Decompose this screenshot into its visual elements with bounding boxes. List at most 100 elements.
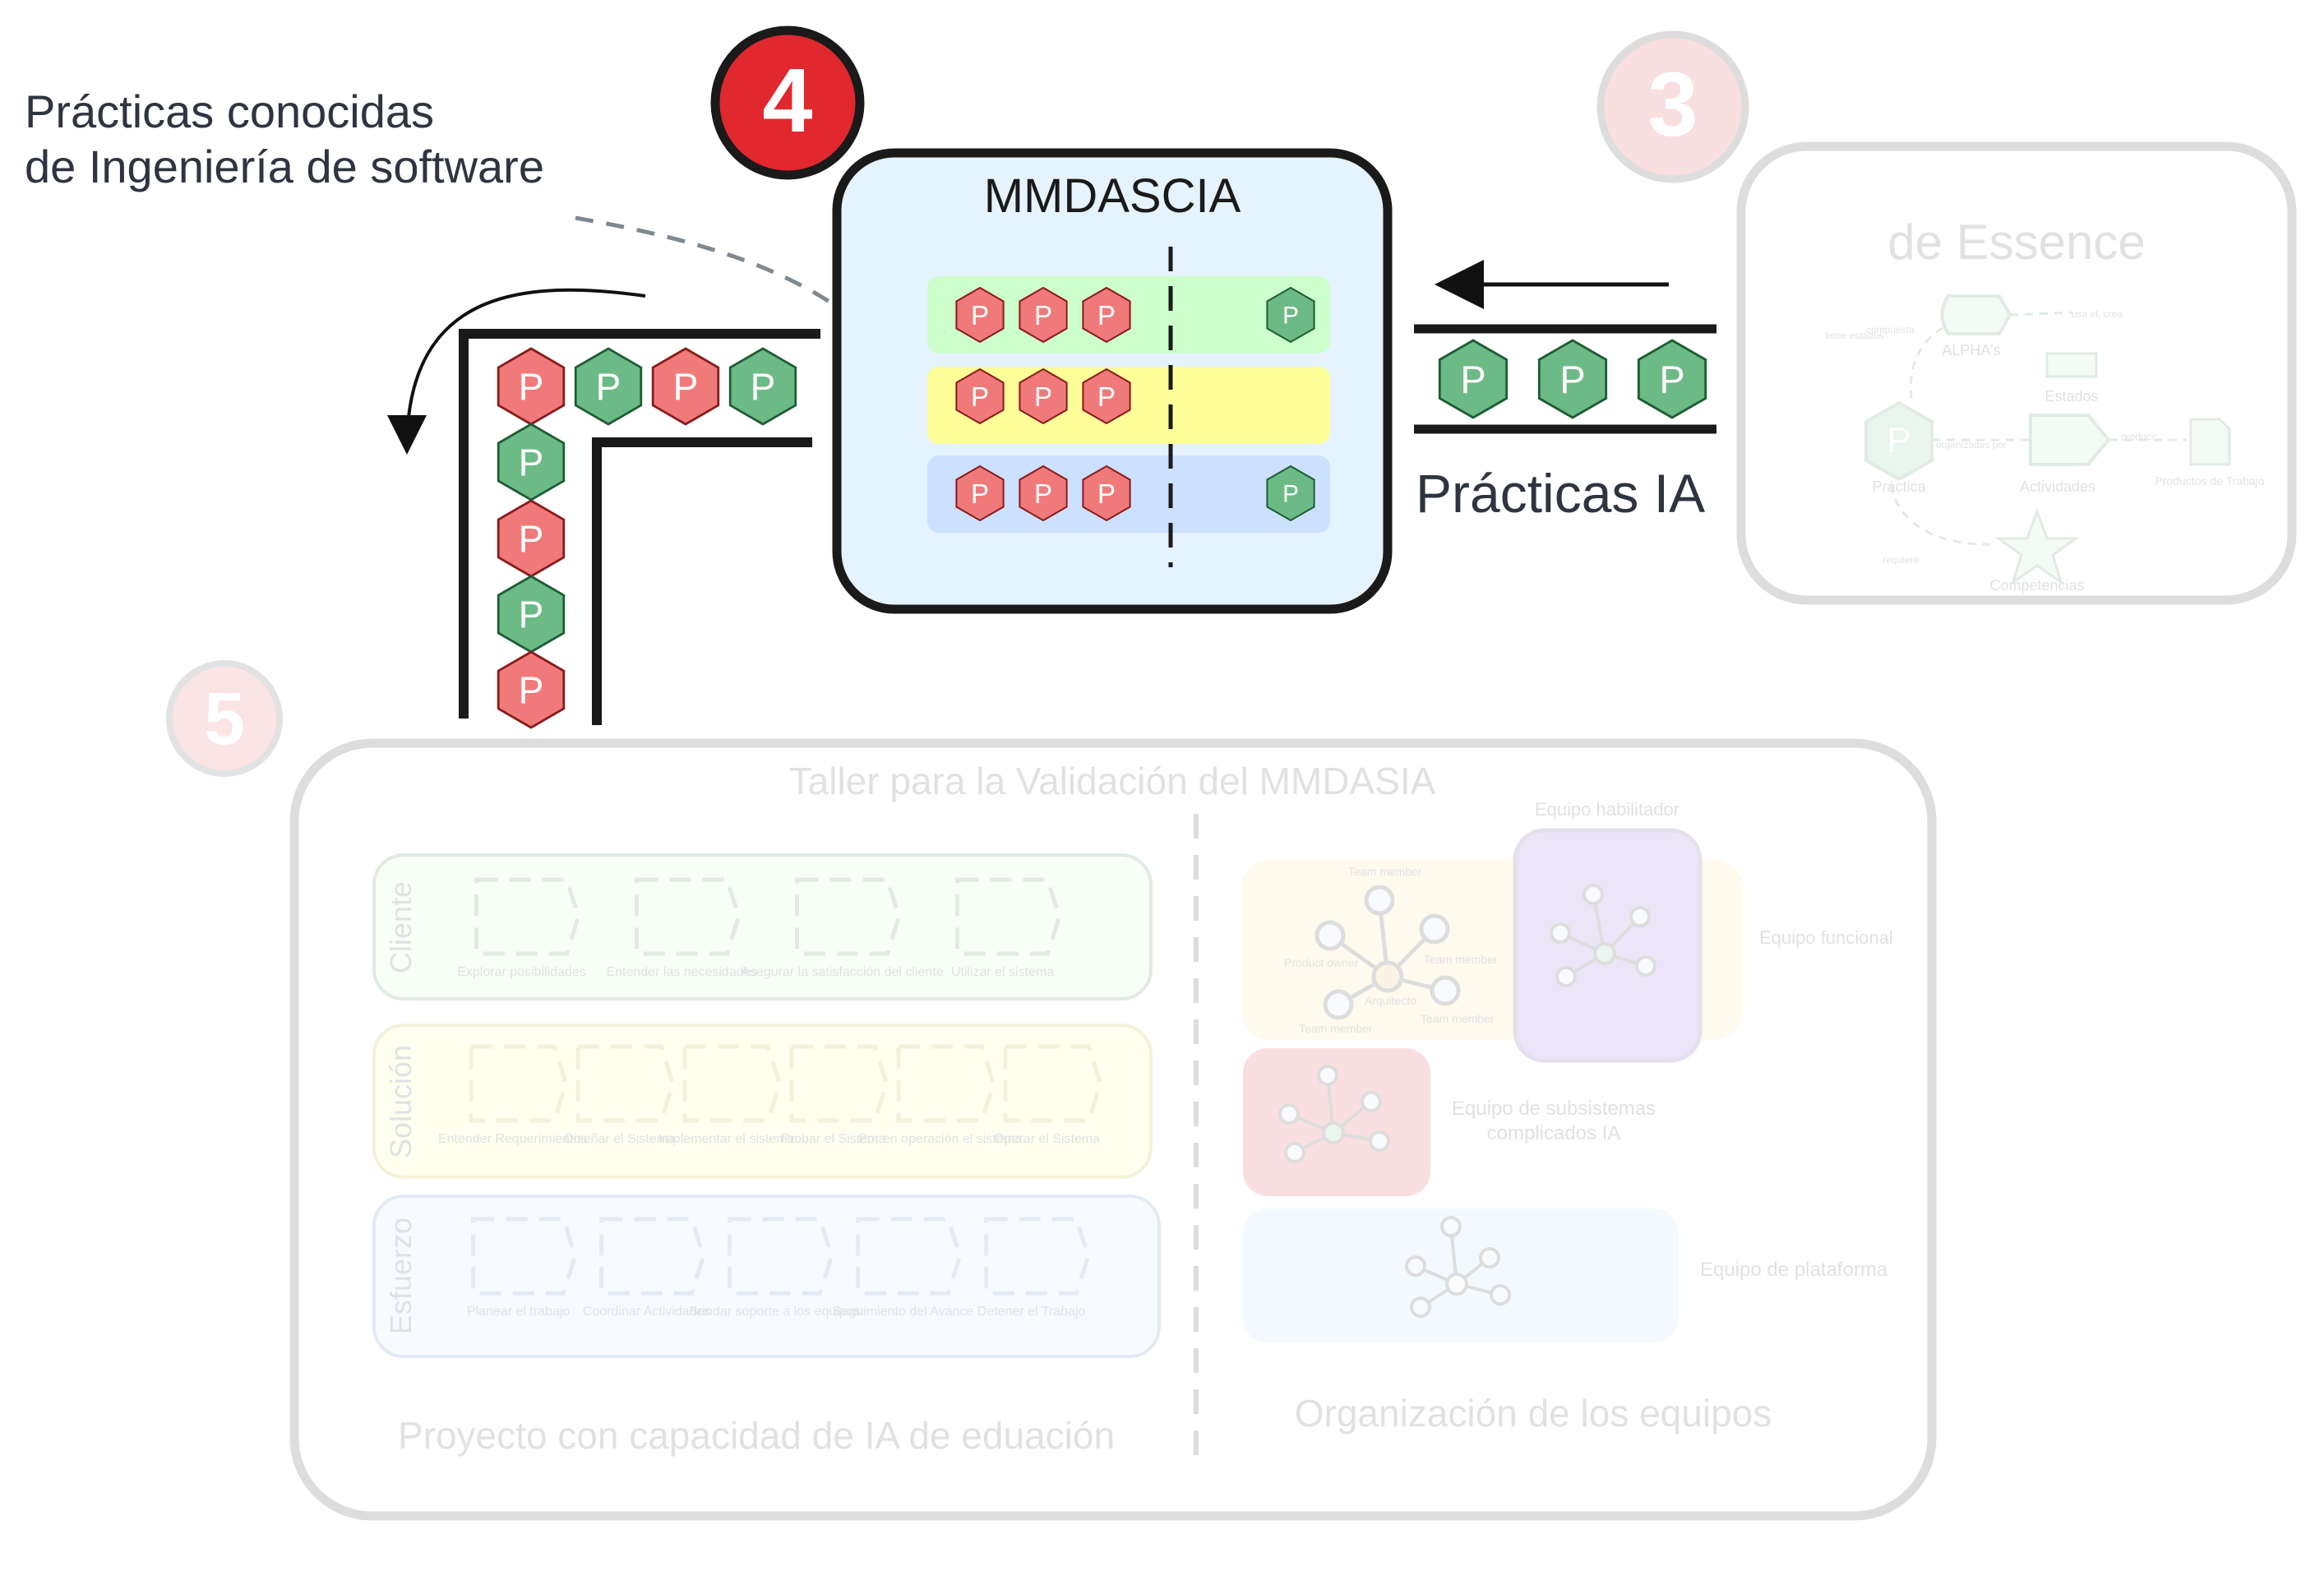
area-customer — [372, 853, 1153, 1001]
practice-glyph: P — [519, 594, 544, 636]
activity-space-label: Explorar posibilidades — [457, 965, 586, 979]
mmdascia-title: MMDASCIA — [984, 169, 1241, 223]
activity-space-label: Coordinar Actividades — [583, 1305, 711, 1319]
mmdascia-practice-customer-3: P — [1082, 286, 1131, 344]
kernel-small-1: tiene estados — [1825, 330, 1883, 341]
activity-space-shape — [984, 1217, 1091, 1296]
activity-space-label: Entender las necesidades — [606, 965, 757, 979]
step-5-number: 5 — [204, 678, 245, 760]
practice-glyph: P — [596, 366, 621, 409]
teams-caption: Organización de los equipos — [1295, 1392, 1772, 1435]
kernel-alpha-icon — [1940, 294, 2012, 335]
practice-glyph: P — [1097, 300, 1116, 330]
conveyor-practice-7: P — [497, 575, 566, 654]
kernel-states-label: Estados — [2044, 388, 2098, 404]
activity-space-label: Diseñar el Sistema — [565, 1132, 675, 1146]
known-practices-label-line1: Prácticas conocidas — [25, 86, 434, 137]
activity-space-label: Brindar soporte a los equipos — [690, 1305, 861, 1319]
activity-space-shape — [955, 877, 1062, 956]
team-subsystem-label-1: Equipo de subsistemas — [1452, 1098, 1656, 1120]
practice-glyph: P — [971, 300, 989, 330]
step-5-badge: 5 — [166, 660, 283, 777]
activity-space-label: Por en operación el sistema — [859, 1132, 1022, 1146]
node-label-team-member-3: Team member — [1299, 1022, 1373, 1035]
activity-space-shape — [471, 1217, 578, 1296]
practice-glyph: P — [1460, 358, 1485, 401]
area-endeavor — [372, 1195, 1161, 1358]
kernel-small-2: usa el, crea — [2072, 308, 2123, 320]
ai-practices-label: Prácticas IA — [1416, 463, 1705, 524]
node-label-team-member-1: Team member — [1348, 865, 1422, 878]
activity-space-shape — [795, 877, 902, 956]
step-4-badge: 4 — [710, 25, 865, 180]
kernel-activities-icon — [2029, 414, 2111, 466]
conveyor-direction-arrow — [387, 288, 646, 455]
ai-practice-3: P — [1637, 339, 1707, 419]
activity-spaces: Explorar posibilidades Entender las neces… — [438, 877, 1103, 1319]
activity-space-label: Implementar el sistema — [658, 1132, 794, 1146]
team-platform — [1243, 1209, 1679, 1343]
kernel-small-6: compuesta — [1866, 324, 1915, 335]
mmdascia-ai-practice-customer: P — [1266, 286, 1315, 344]
kernel-practice-label: Práctica — [1872, 478, 1926, 495]
activity-space-label: Entender Requerimientos — [438, 1132, 587, 1146]
kernel-small-5: requiere — [1883, 554, 1919, 566]
kernel-activities-label: Actividades — [2020, 478, 2095, 495]
kernel-states-icon — [2045, 352, 2098, 378]
known-practices-label-line2: de Ingeniería de software — [25, 141, 544, 192]
node-label-team-member-2: Team member — [1424, 953, 1498, 966]
kernel-practice-glyph: P — [1887, 420, 1910, 460]
activity-space-label: Probar el Sistema — [781, 1132, 885, 1146]
node-label-product-owner: Product owner — [1284, 956, 1359, 969]
team-complicated-subsystem — [1243, 1048, 1430, 1196]
mmdascia-practice-customer-2: P — [1019, 286, 1068, 344]
practice-glyph: P — [1659, 358, 1684, 401]
team-enabling-label: Equipo habilitador — [1535, 799, 1679, 820]
kernel-practice-icon — [1864, 400, 1934, 482]
team-enabling — [1513, 828, 1703, 1063]
kernel-work-products-icon — [2189, 418, 2231, 466]
kernel-competencies-label: Competencias — [1989, 577, 2084, 594]
kernel-small-3: producir — [2121, 431, 2156, 442]
team-platform-label: Equipo de plataforma — [1700, 1259, 1888, 1281]
activity-space-label: Operar el Sistema — [994, 1132, 1100, 1146]
practice-glyph: P — [1034, 478, 1052, 509]
activity-space-shape — [728, 1217, 834, 1296]
conveyor-practice-3: P — [651, 347, 720, 426]
activity-space-shape — [682, 1044, 783, 1123]
platform-team-network — [1405, 1216, 1511, 1318]
practice-glyph: P — [673, 366, 699, 409]
kernel-title-line2: de Essence — [1887, 215, 2146, 270]
team-functional — [1241, 859, 1743, 1040]
conveyor-practice-1: P — [497, 347, 566, 426]
area-endeavor-label: Esfuerzo — [384, 1218, 418, 1334]
practice-glyph: P — [1034, 381, 1052, 412]
mmdascia-practice-solution-2: P — [1019, 367, 1068, 425]
mmdascia-practice-solution-1: P — [955, 367, 1005, 425]
conveyor-practice-2: P — [574, 347, 643, 426]
mmdascia-practice-solution-3: P — [1082, 367, 1131, 425]
practice-glyph: P — [1097, 381, 1116, 412]
conveyor-practice-4: P — [728, 347, 797, 426]
activity-space-shape — [474, 877, 581, 956]
team-subsystem-label-2: complicados IA — [1487, 1122, 1621, 1144]
practice-glyph: P — [1282, 303, 1299, 330]
conveyor-outer-rail — [459, 329, 820, 719]
activity-space-shape — [856, 1217, 963, 1296]
practice-glyph: P — [751, 366, 776, 409]
activity-space-label: Asegurar la satisfacción del cliente — [741, 965, 943, 979]
kernel-competencies-icon — [1994, 507, 2080, 585]
practice-glyph: P — [971, 381, 989, 412]
activity-space-shape — [469, 1044, 569, 1123]
conveyor-practice-5: P — [497, 423, 566, 501]
practice-glyph: P — [1559, 358, 1585, 401]
area-solution — [372, 1024, 1153, 1179]
kernel-work-products-label: Productos de Trabajo — [2155, 474, 2264, 488]
activity-space-shape — [599, 1217, 706, 1296]
step-4-number: 4 — [762, 50, 812, 151]
